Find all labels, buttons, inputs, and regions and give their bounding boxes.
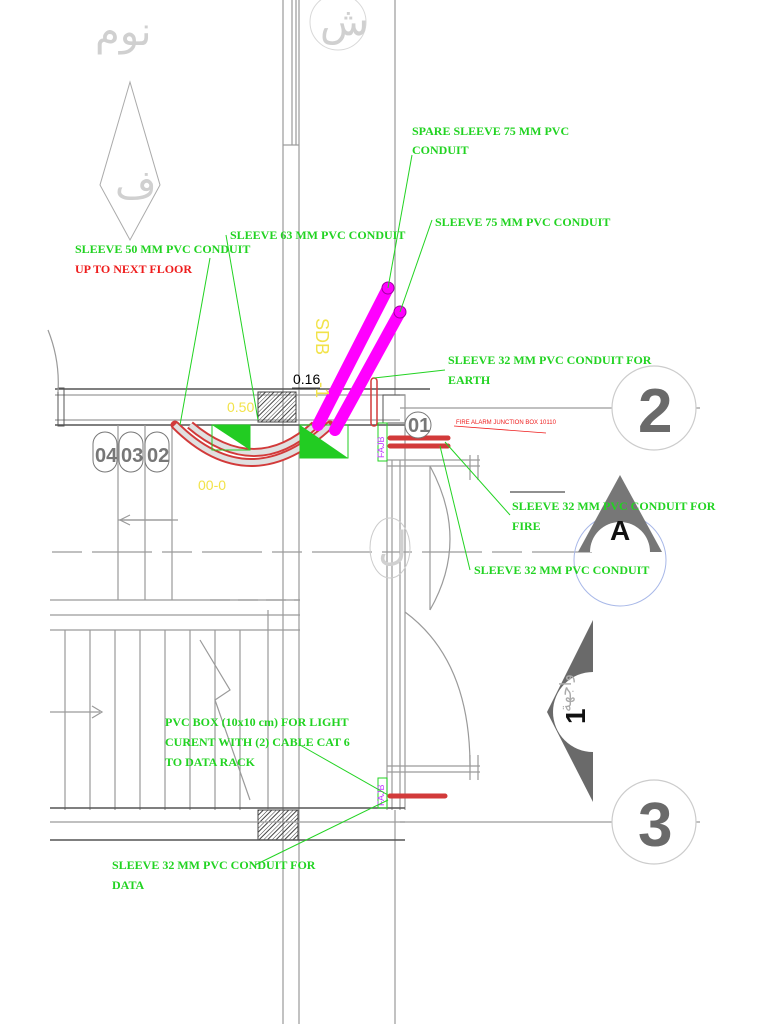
label-sleeve-32: SLEEVE 32 MM PVC CONDUIT [474, 563, 649, 577]
label-sleeve-75: SLEEVE 75 MM PVC CONDUIT [435, 215, 610, 229]
room-name-diamond: ف [115, 162, 156, 208]
section-1-label: 1 [560, 708, 591, 724]
tags: FAJB FAJB 01 04 03 02 [92, 411, 432, 809]
door-swing-bottom [404, 611, 471, 767]
arrow-right-icon [91, 705, 104, 719]
green-fill-right [300, 425, 348, 458]
fire-alarm-underline [453, 425, 547, 434]
green-box-left [211, 424, 251, 451]
tag-03: 03 [121, 445, 143, 467]
label-sleeve-32-earth-line-1: SLEEVE 32 MM PVC CONDUIT FOR [448, 353, 652, 367]
tag-04-box [92, 431, 118, 473]
stair-treads [64, 610, 269, 810]
dimension-sdb-sub: -1 [312, 382, 332, 398]
dimension-gap: 0.16 [293, 371, 320, 387]
room-name-top-left: نوم [95, 9, 152, 55]
section-1-head [553, 672, 593, 752]
dimension-yellow-note: 00-0 [198, 477, 226, 493]
label-pvc-box-line-2: CURENT WITH (2) CABLE CAT 6 [165, 735, 350, 749]
break-line [199, 639, 251, 801]
hatched-block-bottom [257, 809, 299, 841]
room-name-top-center: ش [320, 0, 369, 45]
hatched-block-top [257, 391, 297, 423]
annotations: SPARE SLEEVE 75 MM PVC CONDUIT SLEEVE 75… [75, 124, 716, 892]
door-swing-top [429, 465, 451, 611]
conduit-75-spare [312, 282, 394, 431]
room-circle-top [309, 0, 367, 51]
room-names: نوم ش ف ل [95, 0, 411, 579]
grid-bubble-2 [611, 365, 697, 451]
tag-02: 02 [147, 445, 169, 467]
door-arc-left [47, 329, 59, 393]
label-sleeve-32-earth-line-2: EARTH [448, 373, 491, 387]
fajb-bottom-label: FAJB [376, 784, 386, 806]
room-name-corridor: ل [378, 524, 407, 570]
dimension-width: 0.50 [227, 399, 254, 415]
grid-label-2: 2 [638, 377, 672, 446]
tag-03-box [118, 431, 144, 473]
tag-01-circle [404, 411, 432, 439]
architecture [47, 0, 700, 1024]
corridor-marker [369, 517, 411, 579]
diamond-marker [99, 80, 161, 242]
label-pvc-box-line-3: TO DATA RACK [165, 755, 256, 769]
section-a-label: A [610, 515, 630, 546]
label-spare-sleeve-line-2: CONDUIT [412, 143, 469, 157]
label-sleeve-63: SLEEVE 63 MM PVC CONDUIT [230, 228, 405, 242]
label-sleeve-50: SLEEVE 50 MM PVC CONDUIT [75, 242, 250, 256]
tag-01: 01 [408, 415, 430, 437]
label-sleeve-32-data-line-2: DATA [112, 878, 145, 892]
label-sleeve-32-fire-line-2: FIRE [512, 519, 541, 533]
section-a-head [590, 522, 650, 552]
grid-label-3: 3 [638, 791, 672, 860]
dimension-sdb: SDB [312, 318, 332, 355]
fajb-bottom-box [377, 777, 388, 809]
grid-bubble-3 [611, 779, 697, 865]
leader-lines [179, 154, 565, 866]
conduits [170, 281, 451, 799]
label-pvc-box-line-1: PVC BOX (10x10 cm) FOR LIGHT [165, 715, 349, 729]
frame-box-top [382, 394, 406, 424]
label-sleeve-50-note: UP TO NEXT FLOOR [75, 262, 192, 276]
wall-end-cap [57, 387, 65, 427]
green-fill-left [212, 425, 250, 450]
earth-sleeve [370, 377, 378, 427]
tag-02-box [144, 431, 170, 473]
conduit-75 [329, 306, 406, 436]
label-spare-sleeve-line-1: SPARE SLEEVE 75 MM PVC [412, 124, 569, 138]
facade-label: واجهة [556, 674, 576, 712]
label-sleeve-32-data-line-1: SLEEVE 32 MM PVC CONDUIT FOR [112, 858, 316, 872]
label-fire-alarm-box: FIRE ALARM JUNCTION BOX 10110 [456, 420, 557, 426]
fajb-top-box [377, 422, 388, 462]
tag-04: 04 [95, 445, 118, 467]
fajb-top-label: FAJB [376, 436, 386, 458]
label-sleeve-32-fire-line-1: SLEEVE 32 MM PVC CONDUIT FOR [512, 499, 716, 513]
grid-markers: 2 3 A 1 واجهة [547, 365, 697, 865]
dimensions: 0.16 SDB -1 0.50 00-0 [198, 318, 332, 493]
